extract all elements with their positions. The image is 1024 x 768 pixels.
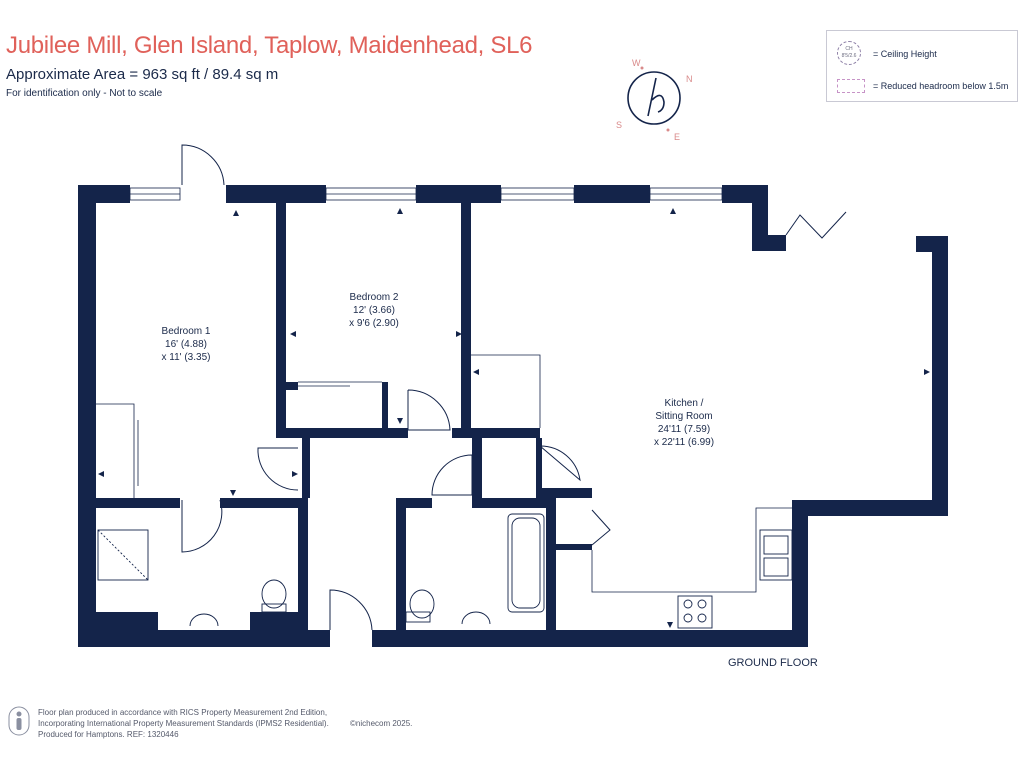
person-icon [8, 706, 30, 736]
compass-s: S [616, 120, 622, 130]
ceiling-height-label: = Ceiling Height [873, 49, 937, 59]
kitchen-name2: Sitting Room [655, 411, 712, 422]
bedroom2-dim1: 12' (3.66) [353, 305, 395, 316]
bedroom2-name: Bedroom 2 [350, 292, 399, 303]
kitchen-dim1: 24'11 (7.59) [658, 424, 710, 435]
legend-box: CH 8'5/2.6 = Ceiling Height = Reduced he… [826, 30, 1018, 102]
compass-logo-icon: W N S E [616, 58, 693, 142]
approximate-area: Approximate Area = 963 sq ft / 89.4 sq m [6, 66, 279, 83]
fixtures [97, 513, 793, 629]
partitions [96, 354, 792, 593]
footer-copyright: ©nichecom 2025. [350, 719, 413, 728]
walls [78, 185, 948, 647]
doors [181, 144, 847, 631]
property-title: Jubilee Mill, Glen Island, Taplow, Maide… [6, 32, 533, 59]
footer-line1: Floor plan produced in accordance with R… [38, 708, 328, 717]
floor-label: GROUND FLOOR [728, 657, 818, 669]
footer-line2: Incorporating International Property Mea… [38, 719, 329, 728]
footer-line3: Produced for Hamptons. REF: 1320446 [38, 730, 179, 739]
bedroom1-dim2: x 11' (3.35) [162, 352, 211, 363]
ceiling-height-markers [98, 208, 930, 628]
reduced-headroom-symbol [837, 79, 865, 93]
bedroom1-name: Bedroom 1 [162, 326, 211, 337]
reduced-headroom-label: = Reduced headroom below 1.5m [873, 81, 1009, 91]
ceiling-height-symbol: CH 8'5/2.6 [837, 41, 861, 65]
windows [129, 187, 723, 201]
kitchen-dim2: x 22'11 (6.99) [654, 437, 714, 448]
compass-n: N [686, 74, 693, 84]
identification-note: For identification only - Not to scale [6, 88, 163, 99]
bedroom2-dim2: x 9'6 (2.90) [349, 318, 399, 329]
compass-e: E [674, 132, 680, 142]
kitchen-name: Kitchen / [665, 398, 704, 409]
bedroom1-dim1: 16' (4.88) [165, 339, 207, 350]
compass-w: W [632, 58, 641, 68]
